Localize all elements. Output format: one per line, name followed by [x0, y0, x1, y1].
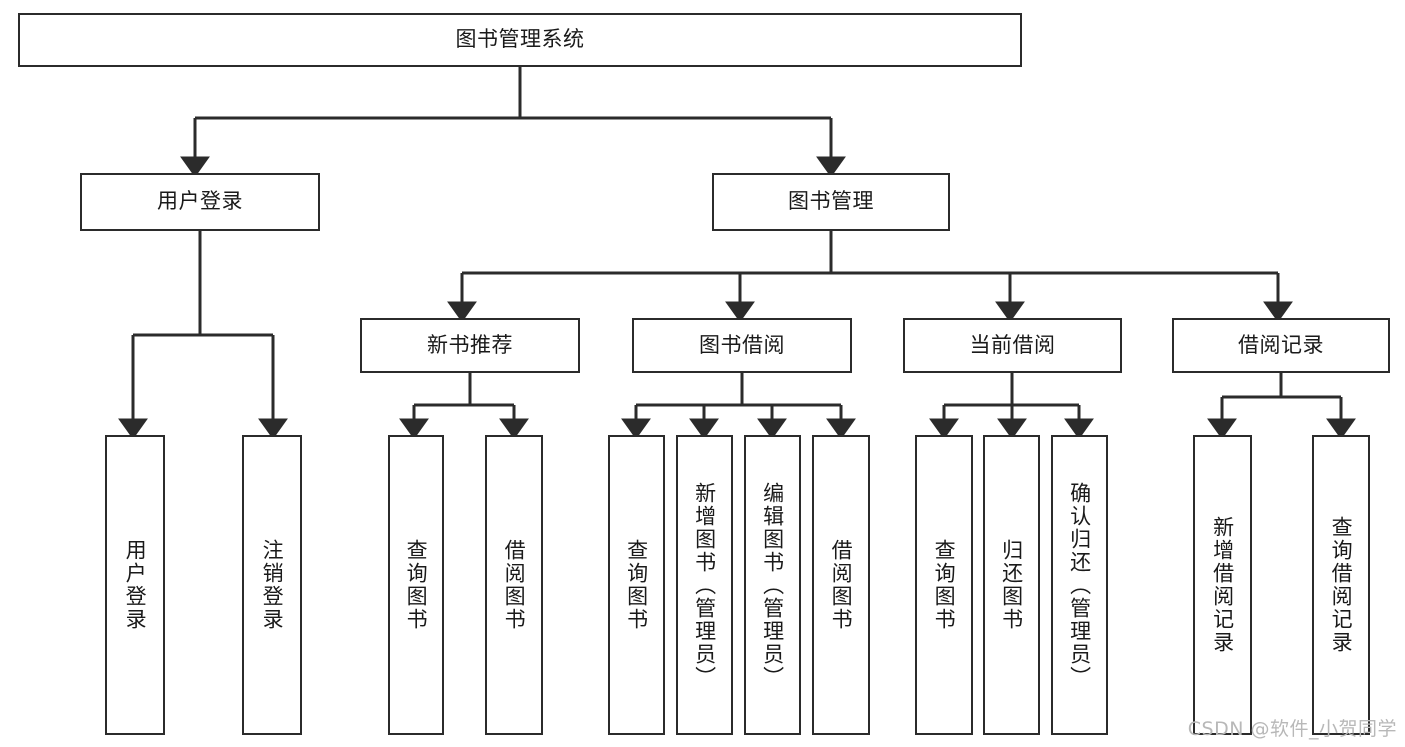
leaf-add-borrow-record-label: 新增借阅记录 — [1210, 516, 1235, 654]
leaf-add-book-admin[interactable]: 新增图书（管理员） — [676, 435, 733, 735]
leaf-borrow-book-recommend-label: 借阅图书 — [502, 539, 527, 631]
leaf-query-borrow-record[interactable]: 查询借阅记录 — [1312, 435, 1370, 735]
leaf-borrow-book[interactable]: 借阅图书 — [812, 435, 870, 735]
leaf-edit-book-admin[interactable]: 编辑图书（管理员） — [744, 435, 801, 735]
leaf-query-borrow-record-label: 查询借阅记录 — [1329, 516, 1354, 654]
node-book-management-label: 图书管理 — [788, 189, 874, 214]
leaf-confirm-return-admin[interactable]: 确认归还（管理员） — [1051, 435, 1108, 735]
leaf-query-book-current[interactable]: 查询图书 — [915, 435, 973, 735]
leaf-query-book-current-label: 查询图书 — [932, 539, 957, 631]
leaf-confirm-return-admin-label: 确认归还（管理员） — [1067, 481, 1092, 689]
leaf-edit-book-admin-label: 编辑图书（管理员） — [760, 481, 785, 689]
node-user-login-label: 用户登录 — [157, 189, 243, 214]
leaf-borrow-book-label: 借阅图书 — [829, 539, 854, 631]
node-root[interactable]: 图书管理系统 — [18, 13, 1022, 67]
node-book-borrow-label: 图书借阅 — [699, 332, 785, 357]
leaf-add-book-admin-label: 新增图书（管理员） — [692, 481, 717, 689]
node-current-borrow[interactable]: 当前借阅 — [903, 318, 1122, 373]
leaf-borrow-book-recommend[interactable]: 借阅图书 — [485, 435, 543, 735]
leaf-return-book[interactable]: 归还图书 — [983, 435, 1040, 735]
node-root-label: 图书管理系统 — [455, 27, 585, 52]
watermark: CSDN @软件_小贺同学 — [1187, 718, 1397, 740]
node-user-login[interactable]: 用户登录 — [80, 173, 320, 231]
leaf-logout-label: 注销登录 — [260, 539, 285, 631]
leaf-query-book-recommend-label: 查询图书 — [404, 539, 429, 631]
leaf-return-book-label: 归还图书 — [999, 539, 1024, 631]
node-borrow-records[interactable]: 借阅记录 — [1172, 318, 1390, 373]
leaf-user-login[interactable]: 用户登录 — [105, 435, 165, 735]
leaf-query-book-borrow[interactable]: 查询图书 — [608, 435, 665, 735]
leaf-query-book-recommend[interactable]: 查询图书 — [388, 435, 444, 735]
leaf-add-borrow-record[interactable]: 新增借阅记录 — [1193, 435, 1252, 735]
node-book-management[interactable]: 图书管理 — [712, 173, 950, 231]
node-new-book-recommend-label: 新书推荐 — [427, 332, 513, 357]
node-current-borrow-label: 当前借阅 — [969, 332, 1056, 357]
node-book-borrow[interactable]: 图书借阅 — [632, 318, 852, 373]
leaf-logout[interactable]: 注销登录 — [242, 435, 302, 735]
leaf-user-login-label: 用户登录 — [123, 539, 148, 631]
node-borrow-records-label: 借阅记录 — [1238, 332, 1324, 357]
node-new-book-recommend[interactable]: 新书推荐 — [360, 318, 580, 373]
leaf-query-book-borrow-label: 查询图书 — [624, 539, 649, 631]
